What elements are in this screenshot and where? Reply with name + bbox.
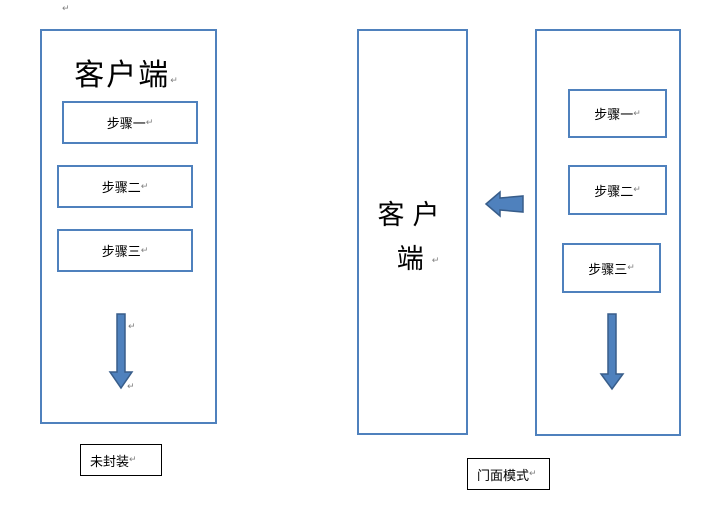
paragraph-mark: ↵ xyxy=(627,263,635,273)
left-arrow-icon xyxy=(484,190,524,218)
paragraph-mark: ↵ xyxy=(170,76,180,86)
facade-client-line-1-text: 客户 xyxy=(377,199,448,231)
right-step-3-label: 步骤三 xyxy=(588,262,628,278)
right-step-2-box: 步骤二 ↵ xyxy=(568,165,667,215)
paragraph-mark: ↵ xyxy=(128,322,136,332)
right-step-1-label: 步骤一 xyxy=(594,108,634,123)
paragraph-mark: ↵ xyxy=(127,382,135,392)
facade-client-line-2-text: 端 xyxy=(396,243,432,275)
caption-unencapsulated-text: 未封装 xyxy=(90,454,130,470)
left-client-title: 客户端 ↵ xyxy=(72,52,182,93)
paragraph-mark: ↵ xyxy=(129,455,137,465)
right-step-2-label: 步骤二 xyxy=(594,184,634,200)
left-step-2-box: 步骤二 ↵ xyxy=(57,165,193,208)
caption-unencapsulated: 未封装 ↵ xyxy=(80,444,162,476)
paragraph-mark: ↵ xyxy=(62,4,70,14)
right-step-3-box: 步骤三 ↵ xyxy=(562,243,661,293)
left-step-1-label: 步骤一 xyxy=(106,117,146,132)
paragraph-mark: ↵ xyxy=(633,185,641,195)
right-down-arrow-icon xyxy=(599,313,625,391)
left-step-2-label: 步骤二 xyxy=(101,181,141,196)
left-down-arrow-icon xyxy=(108,313,134,390)
caption-facade-text: 门面模式 xyxy=(477,468,530,484)
paragraph-mark: ↵ xyxy=(529,469,537,479)
paragraph-mark: ↵ xyxy=(140,181,149,192)
caption-facade: 门面模式 ↵ xyxy=(467,458,550,490)
paragraph-mark: ↵ xyxy=(431,256,440,266)
paragraph-mark: ↵ xyxy=(145,117,154,128)
paragraph-mark: ↵ xyxy=(633,108,641,119)
left-client-title-text: 客户端 xyxy=(74,58,171,93)
left-container xyxy=(40,29,217,424)
right-step-1-box: 步骤一 ↵ xyxy=(568,89,667,138)
left-step-3-label: 步骤三 xyxy=(101,245,141,260)
left-step-3-box: 步骤三 ↵ xyxy=(57,229,193,272)
paragraph-mark: ↵ xyxy=(140,245,149,256)
facade-client-line-2: 端 ↵ xyxy=(383,236,453,276)
facade-client-box xyxy=(357,29,468,435)
left-step-1-box: 步骤一 ↵ xyxy=(62,101,198,144)
facade-client-line-1: 客户 xyxy=(357,192,468,232)
